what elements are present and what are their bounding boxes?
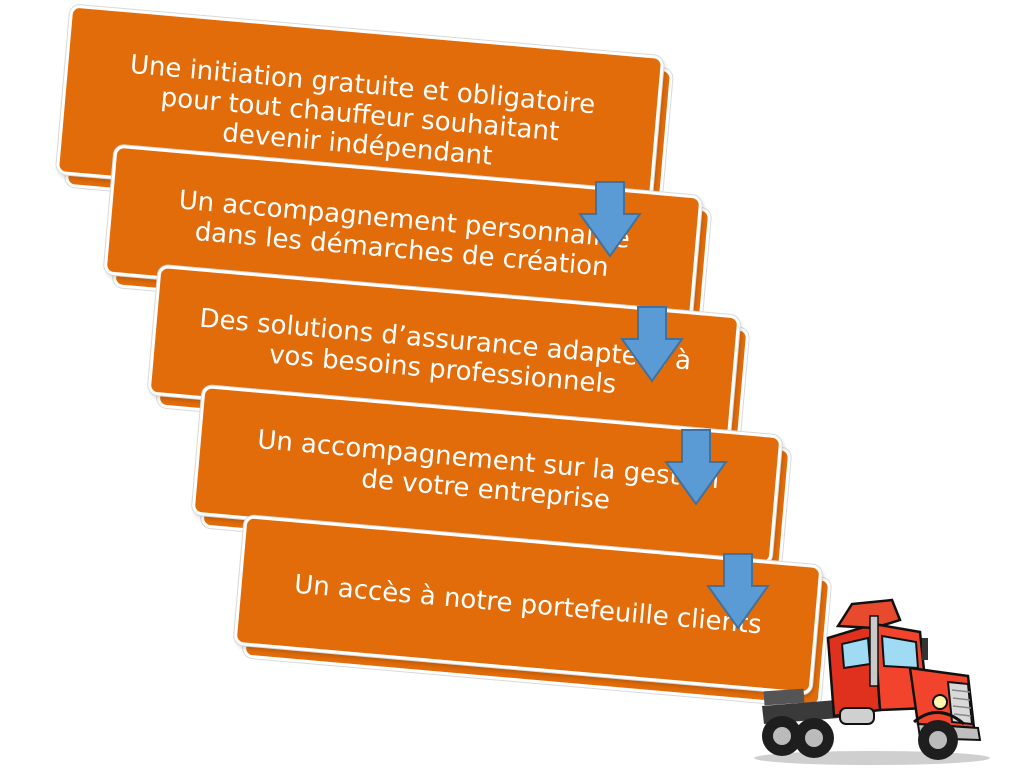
step-5-label: Un accès à notre portefeuille clients xyxy=(293,569,763,641)
arrow-down-icon xyxy=(578,181,642,258)
arrow-down-icon xyxy=(620,306,684,383)
arrow-down-icon xyxy=(664,429,728,506)
arrow-down-icon xyxy=(706,553,770,630)
truck-icon xyxy=(754,598,990,765)
step-4-label: Un accompagnement sur la gestion de votr… xyxy=(256,424,721,516)
